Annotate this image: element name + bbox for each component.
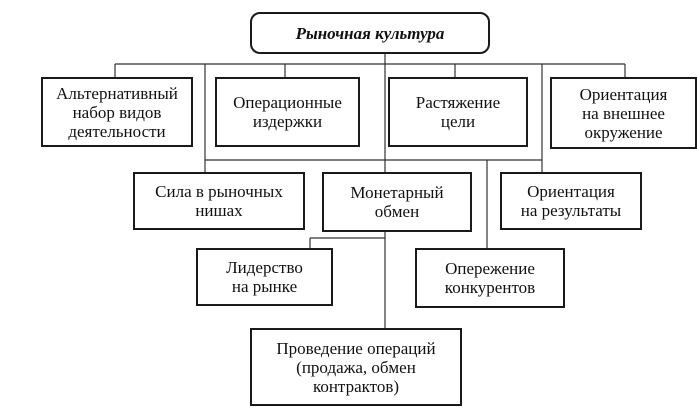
node-niche-strength: Сила в рыночных нишах <box>133 172 305 230</box>
node-monetary-exchange: Монетарный обмен <box>322 172 472 232</box>
node-results-orientation: Ориентация на результаты <box>500 172 642 230</box>
node-goal-stretch: Растяжение цели <box>388 77 528 147</box>
node-outpacing-competitors: Опережение конкурентов <box>415 248 565 308</box>
node-external-orientation: Ориентация на внешнее окружение <box>550 77 697 149</box>
node-operational-costs: Операционные издержки <box>215 77 360 147</box>
node-market-leadership: Лидерство на рынке <box>196 248 333 306</box>
node-alternative-activities: Альтернативный набор видов деятельности <box>41 77 193 147</box>
node-conducting-operations: Проведение операций (продажа, обмен конт… <box>250 328 462 406</box>
root-node-market-culture: Рыночная культура <box>250 12 490 54</box>
